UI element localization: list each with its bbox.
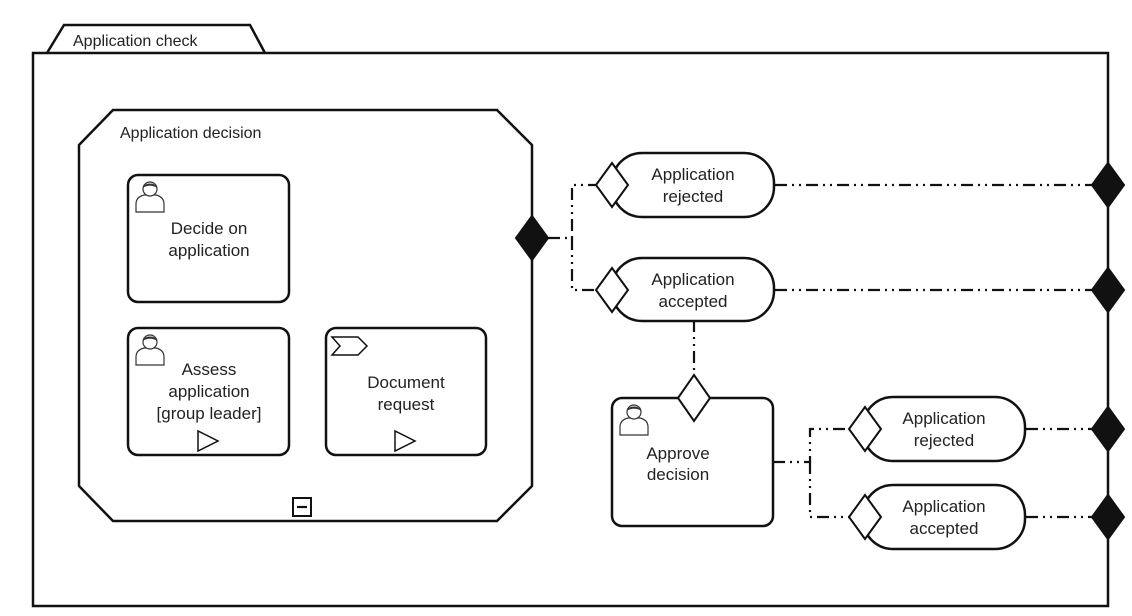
svg-text:rejected: rejected <box>914 431 974 450</box>
package-title: Application check <box>73 33 199 50</box>
output-port-diamond <box>1090 405 1126 453</box>
task-label: Approve <box>646 444 709 463</box>
input-port-diamond <box>676 373 712 423</box>
package-tab <box>45 23 267 54</box>
state-application-accepted-2[interactable]: Application accepted <box>861 483 1027 551</box>
task-label: Document <box>367 373 445 392</box>
svg-text:rejected: rejected <box>663 187 723 206</box>
subprocess-title: Application decision <box>120 125 261 142</box>
task-label: application <box>168 241 249 260</box>
svg-text:accepted: accepted <box>659 292 728 311</box>
output-port-diamond <box>1090 493 1126 541</box>
svg-text:Application: Application <box>651 270 734 289</box>
task-label: decision <box>647 465 709 484</box>
send-icon <box>330 336 369 356</box>
state-application-rejected-2[interactable]: Application rejected <box>861 395 1027 463</box>
user-icon <box>135 181 165 213</box>
svg-text:accepted: accepted <box>910 519 979 538</box>
collapse-marker-icon[interactable] <box>292 497 312 517</box>
task-label: request <box>378 395 435 414</box>
task-document-request[interactable]: Document request <box>324 326 488 457</box>
task-label: [group leader] <box>157 404 262 423</box>
task-label: application <box>168 382 249 401</box>
play-marker-icon <box>394 429 417 453</box>
output-port-diamond <box>514 214 550 262</box>
play-marker-icon <box>197 429 220 453</box>
output-port-diamond <box>1090 161 1126 209</box>
subprocess-application-decision[interactable] <box>77 108 534 523</box>
input-ports <box>594 161 883 541</box>
input-port-diamond <box>594 266 630 314</box>
task-label: Decide on <box>171 219 248 238</box>
state-application-accepted[interactable]: Application accepted <box>610 256 776 323</box>
state-application-rejected[interactable]: Application rejected <box>610 151 776 219</box>
outer-container <box>31 51 1110 608</box>
svg-text:Application: Application <box>902 497 985 516</box>
input-port-diamond <box>847 405 883 453</box>
task-decide-on-application[interactable]: Decide on application <box>126 173 291 304</box>
output-port-diamond <box>1090 266 1126 314</box>
user-icon <box>619 404 649 436</box>
task-assess-application[interactable]: Assess application [group leader] <box>126 326 291 457</box>
svg-text:Application: Application <box>651 165 734 184</box>
task-label: Assess <box>182 360 237 379</box>
svg-text:Application: Application <box>902 409 985 428</box>
user-icon <box>135 334 165 366</box>
input-port-diamond <box>847 493 883 541</box>
output-ports <box>514 161 1126 541</box>
input-port-diamond <box>594 161 630 209</box>
